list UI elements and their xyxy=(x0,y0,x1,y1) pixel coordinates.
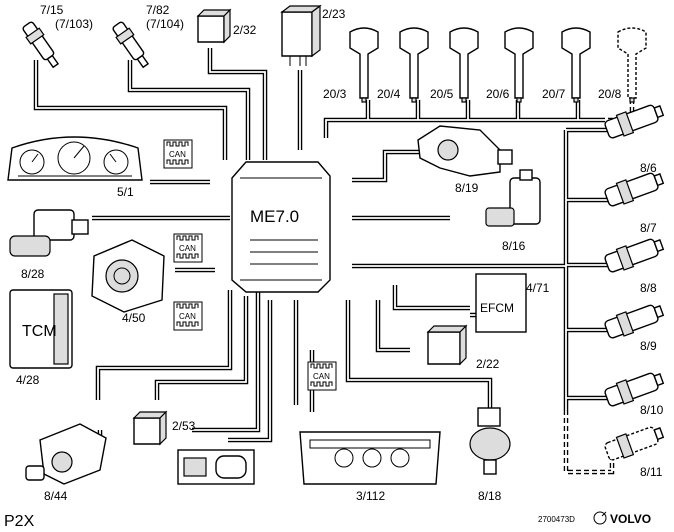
label-8-10: 8/10 xyxy=(640,403,664,417)
relay-2-53 xyxy=(132,410,168,446)
label-2-23: 2/23 xyxy=(322,7,346,21)
label-8-19: 8/19 xyxy=(455,181,479,195)
label-20-7: 20/7 xyxy=(542,87,566,101)
sensor-7-82 xyxy=(112,21,150,69)
sensor-7-15 xyxy=(22,21,60,69)
tcm-name: TCM xyxy=(22,323,57,340)
label-7-82: 7/82 xyxy=(146,3,170,17)
injector-8-10 xyxy=(604,372,665,407)
valve-8-19 xyxy=(417,125,513,177)
label-2-22: 2/22 xyxy=(476,357,500,371)
climate-control-panel-3-112 xyxy=(299,431,441,485)
instrument-cluster-5-1 xyxy=(7,136,143,181)
efcm-name: EFCM xyxy=(480,301,514,315)
ignition-coils xyxy=(349,27,647,103)
injector-8-9 xyxy=(604,304,665,339)
injector-8-7 xyxy=(604,172,665,207)
can-bus-symbol-4: CAN xyxy=(307,361,337,391)
svg-text:CAN: CAN xyxy=(313,372,330,381)
wiring-harness xyxy=(33,48,635,475)
label-8-18: 8/18 xyxy=(478,489,502,503)
label-7-104: (7/104) xyxy=(146,17,184,31)
label-7-103: (7/103) xyxy=(55,17,93,31)
label-8-6: 8/6 xyxy=(640,161,657,175)
label-4-50: 4/50 xyxy=(122,311,146,325)
label-8-11: 8/11 xyxy=(640,465,663,479)
coil-20-6 xyxy=(504,27,534,103)
label-20-6: 20/6 xyxy=(486,87,510,101)
coil-20-4 xyxy=(399,27,429,103)
coil-20-8 xyxy=(617,27,647,103)
ecm-name: ME7.0 xyxy=(250,207,299,226)
valve-8-44 xyxy=(25,423,107,485)
can-bus-symbol-1: CAN xyxy=(163,139,193,169)
svg-text:CAN: CAN xyxy=(169,150,186,159)
volvo-logo: VOLVO xyxy=(593,511,651,526)
svg-text:CAN: CAN xyxy=(179,312,196,321)
can-bus-symbol-2: CAN xyxy=(173,233,203,263)
figure-id: 2700473D xyxy=(538,515,575,524)
label-4-71: 4/71 xyxy=(526,281,550,295)
throttle-unit-4-50 xyxy=(91,239,165,313)
coil-20-5 xyxy=(449,27,479,103)
svg-text:CAN: CAN xyxy=(179,244,196,253)
relay-2-32 xyxy=(196,8,232,44)
tcm-4-28 xyxy=(9,289,73,369)
label-8-9: 8/9 xyxy=(640,339,657,353)
label-3-112: 3/112 xyxy=(356,489,385,503)
coil-20-7 xyxy=(561,27,591,103)
ecm-me7-0 xyxy=(231,161,331,293)
label-4-28: 4/28 xyxy=(16,373,40,387)
relay-2-22 xyxy=(426,324,468,366)
valve-8-16 xyxy=(485,169,541,227)
coil-20-3 xyxy=(349,27,379,103)
switch-panel xyxy=(177,449,255,485)
injector-8-6 xyxy=(604,104,665,139)
label-8-28: 8/28 xyxy=(21,267,45,281)
label-8-44: 8/44 xyxy=(44,489,68,503)
svg-text:VOLVO: VOLVO xyxy=(610,512,651,526)
label-8-16: 8/16 xyxy=(502,239,526,253)
sensor-8-18 xyxy=(469,407,511,475)
label-7-15: 7/15 xyxy=(40,3,64,17)
label-8-7: 8/7 xyxy=(640,221,657,235)
injector-8-8 xyxy=(604,238,665,273)
injector-8-11 xyxy=(604,426,665,461)
can-bus-symbol-3: CAN xyxy=(173,301,203,331)
label-20-3: 20/3 xyxy=(323,87,347,101)
label-8-8: 8/8 xyxy=(640,281,657,295)
platform-label: P2X xyxy=(4,513,35,530)
label-20-5: 20/5 xyxy=(430,87,454,101)
label-2-53: 2/53 xyxy=(172,419,196,433)
label-5-1: 5/1 xyxy=(117,185,134,199)
label-20-8: 20/8 xyxy=(598,87,622,101)
label-20-4: 20/4 xyxy=(377,87,401,101)
fuel-injectors xyxy=(604,104,665,461)
efcm-4-71 xyxy=(475,273,527,333)
relay-2-23 xyxy=(280,4,322,66)
label-2-32: 2/32 xyxy=(233,23,257,37)
valve-8-28 xyxy=(9,209,89,257)
